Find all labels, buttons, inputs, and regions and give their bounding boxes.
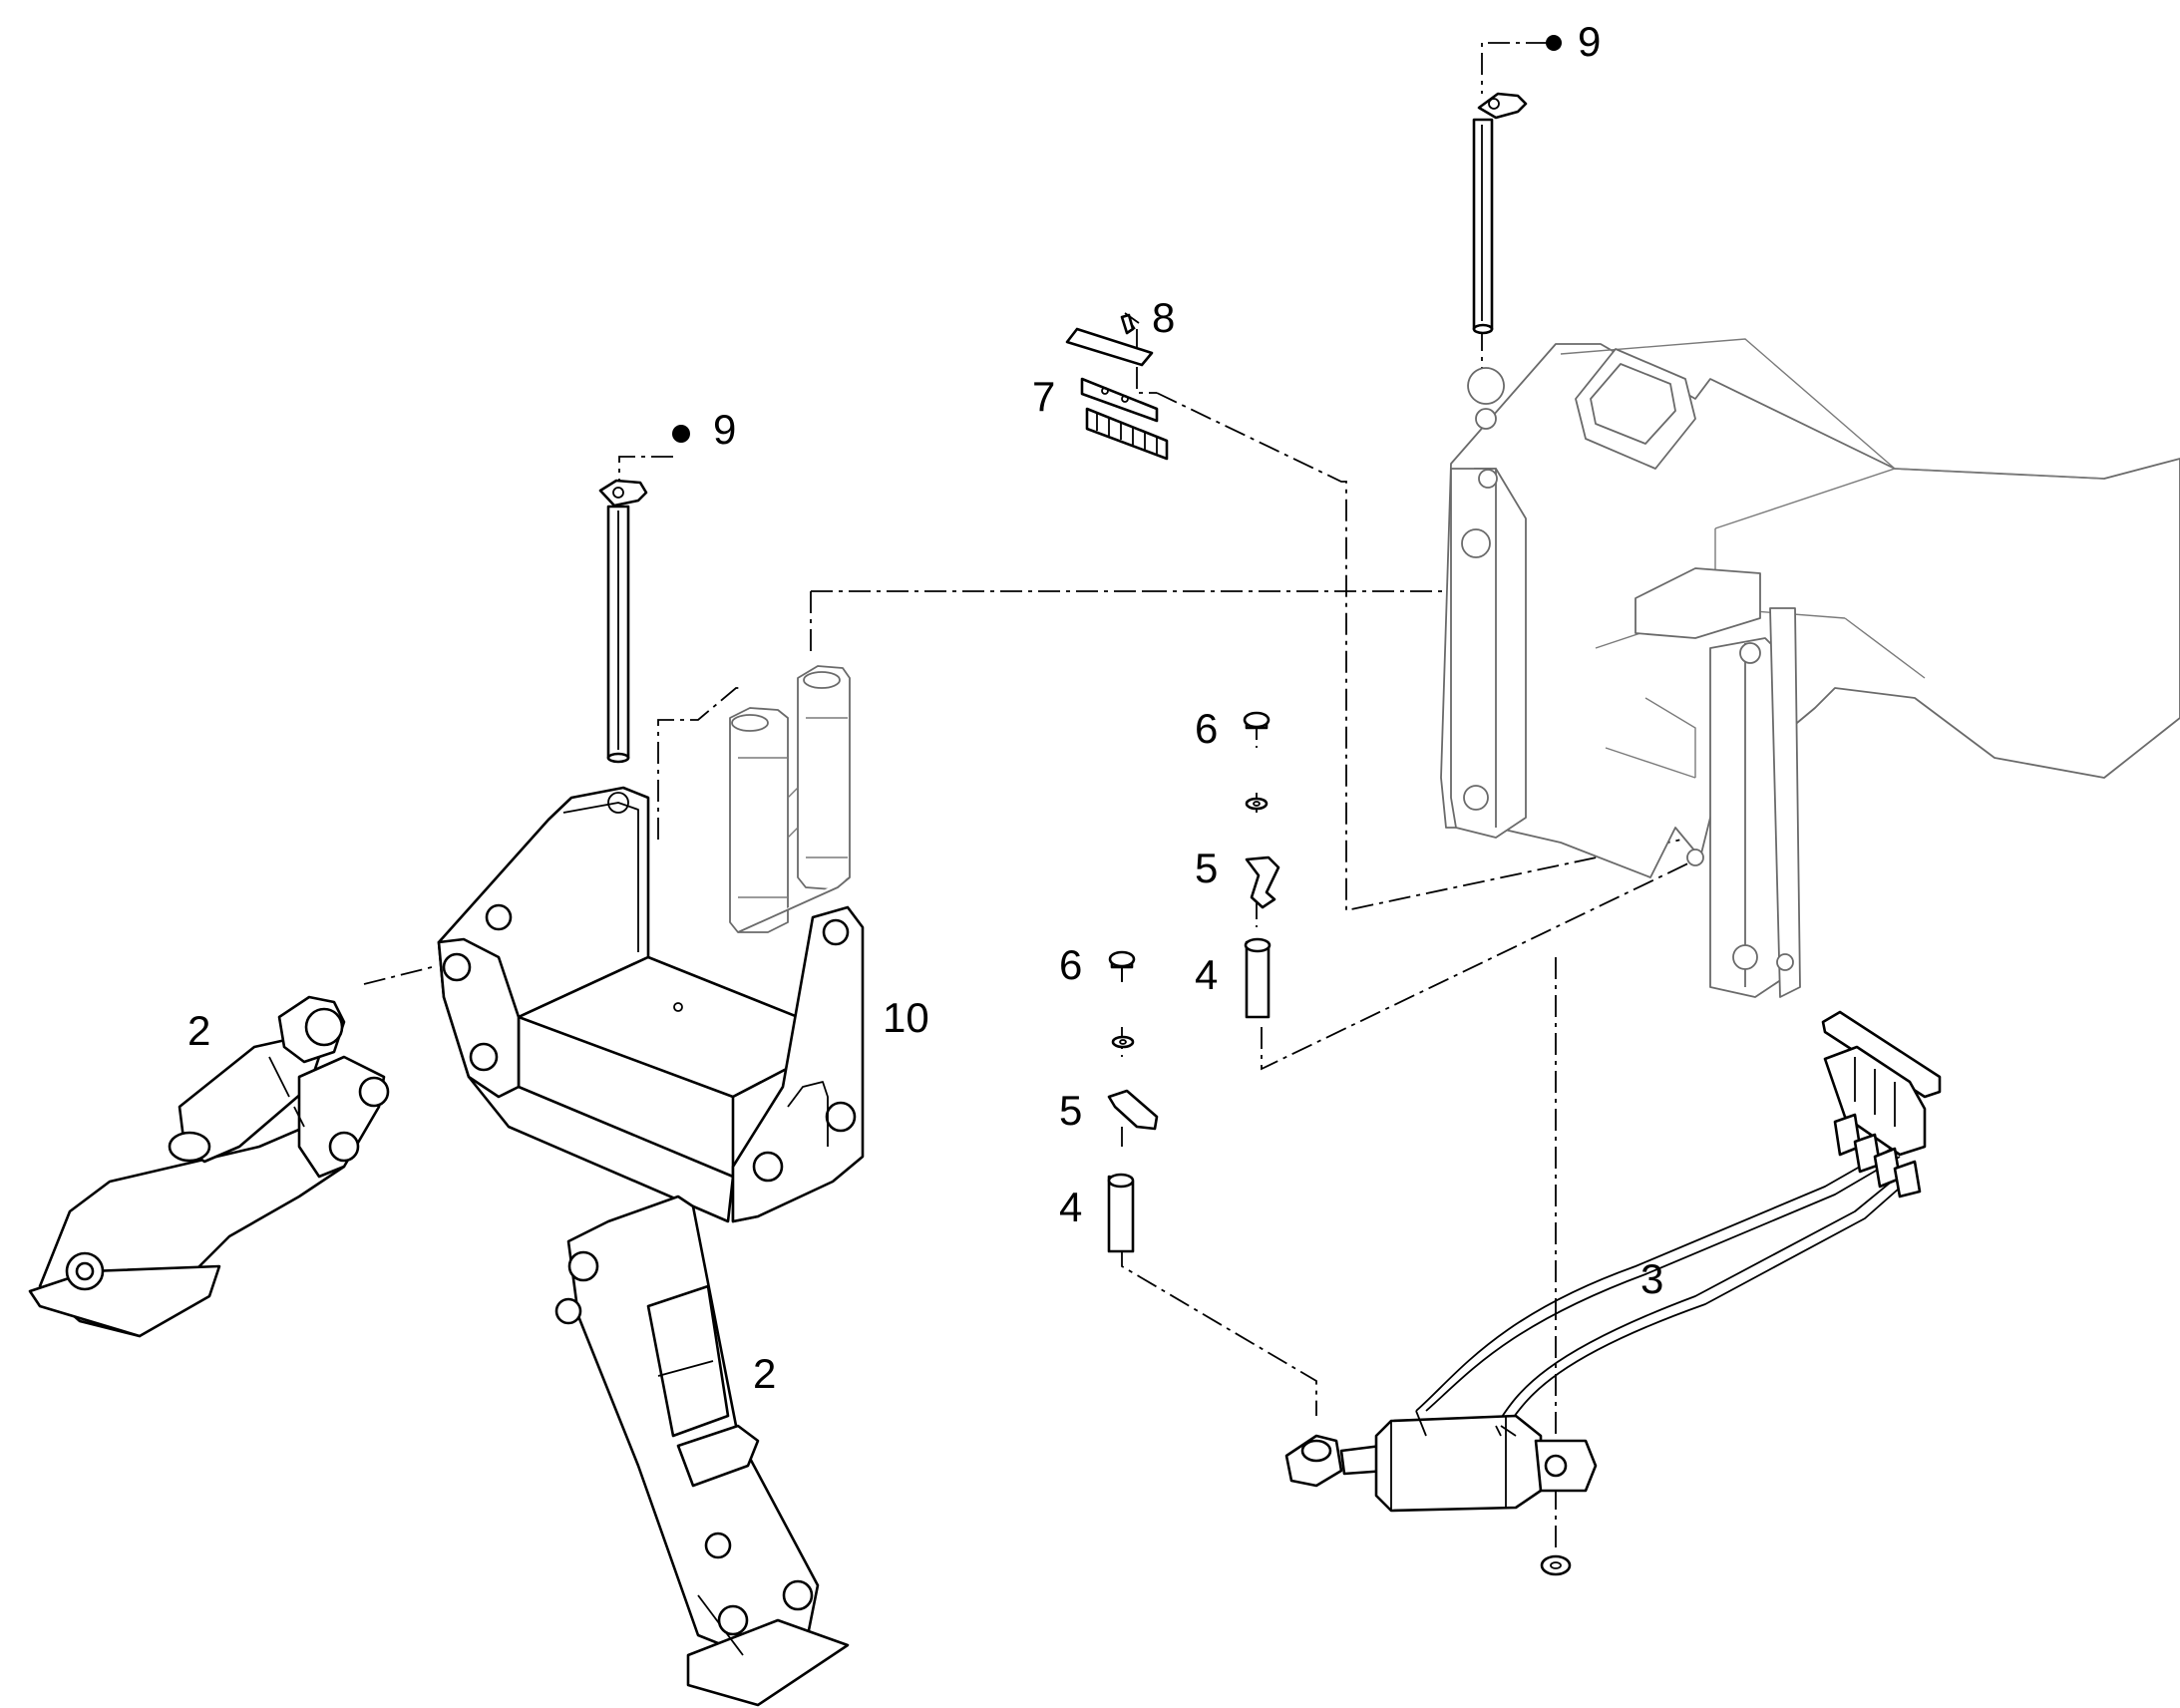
callout-7: 7	[1032, 373, 1055, 420]
stack-upper	[1243, 711, 1280, 1019]
pin-left	[598, 479, 648, 764]
callout-9-left: 9	[713, 406, 736, 453]
callout-5-lower: 5	[1059, 1087, 1082, 1134]
callout-5-upper: 5	[1195, 845, 1218, 891]
pin-right	[1472, 92, 1528, 335]
stabilizer-cylinder-2-bottom	[554, 1195, 850, 1707]
callout-4-lower: 4	[1059, 1184, 1082, 1230]
strip-7	[1080, 377, 1169, 461]
washer-bottom	[1540, 1554, 1572, 1576]
bushing-assembly	[729, 665, 851, 933]
callout-6-lower: 6	[1059, 941, 1082, 988]
callout-2-bottom: 2	[753, 1350, 776, 1397]
callout-9-top: 9	[1578, 18, 1601, 65]
cap-9-left	[672, 425, 690, 443]
callout-2-left: 2	[187, 1007, 210, 1054]
callout-10: 10	[883, 994, 929, 1041]
stabilizer-cylinder-2-left	[28, 995, 390, 1338]
callout-8: 8	[1152, 294, 1175, 341]
cap-9-top	[1546, 35, 1562, 51]
mount-frame-10	[437, 786, 865, 1223]
cylinder-3	[1284, 1146, 1916, 1513]
chassis-frame	[1440, 338, 2180, 998]
stack-lower	[1107, 950, 1159, 1253]
callout-3: 3	[1640, 1255, 1663, 1302]
callout-4-upper: 4	[1195, 951, 1218, 998]
valve-block	[1821, 1010, 1942, 1198]
callouts: 9 8 7 9 6 5 4 6 5 4 10 2 2 3	[187, 18, 1663, 1397]
callout-6-upper: 6	[1195, 705, 1218, 752]
screw-8	[1065, 312, 1154, 367]
